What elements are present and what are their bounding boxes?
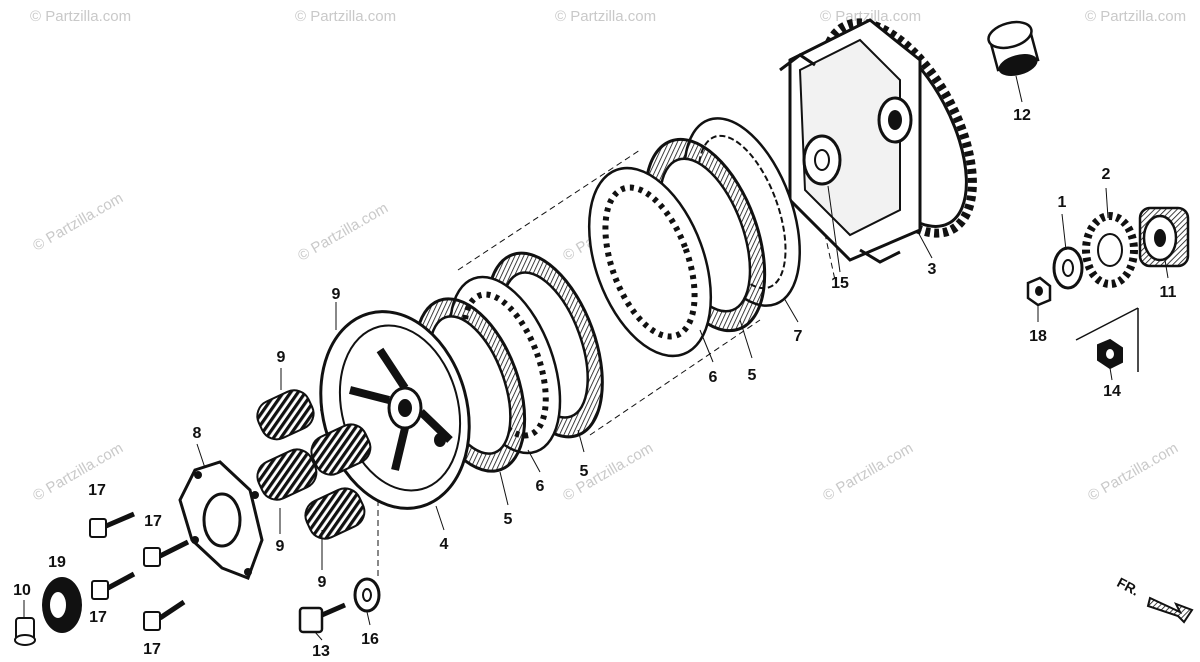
callout-9: 9: [275, 538, 285, 555]
callout-19: 19: [48, 554, 66, 571]
callout-7: 7: [793, 328, 803, 345]
callout-15: 15: [831, 275, 849, 292]
clutch-plate: [587, 166, 713, 358]
clutch-spring: [256, 448, 318, 501]
clutch-spring: [310, 423, 372, 476]
callout-9: 9: [331, 286, 341, 303]
watermark: © Partzilla.com: [555, 8, 657, 25]
callout-9: 9: [276, 349, 286, 366]
flange-bolt: [298, 602, 346, 634]
callout-16: 16: [361, 631, 379, 648]
nut: [1026, 276, 1052, 307]
callout-12: 12: [1013, 107, 1031, 124]
clutch-outer-housing: [779, 18, 977, 264]
callout-10: 10: [13, 582, 31, 599]
lifter-pin: [14, 600, 36, 646]
watermark: © Partzilla.com: [820, 8, 922, 25]
callout-5: 5: [747, 367, 757, 384]
thrust-washer: [802, 134, 842, 186]
watermark: © Partzilla.com: [1085, 8, 1187, 25]
bolt: [143, 599, 186, 631]
primary-drive-gear: [1138, 206, 1190, 268]
callout-8: 8: [192, 425, 202, 442]
leader-lines: [196, 75, 1169, 641]
drive-gear: [1082, 212, 1138, 288]
collar: [987, 20, 1040, 76]
callout-11: 11: [1159, 284, 1177, 301]
clutch-spring: [304, 487, 366, 540]
callout-5: 5: [579, 463, 589, 480]
bolt: [143, 539, 190, 567]
callout-14: 14: [1103, 383, 1121, 400]
callout-18: 18: [1029, 328, 1047, 345]
bolt: [89, 511, 135, 538]
callout-1: 1: [1057, 194, 1067, 211]
callout-5: 5: [503, 511, 513, 528]
watermark: © Partzilla.com: [295, 8, 397, 25]
callout-6: 6: [535, 478, 545, 495]
callout-17: 17: [89, 609, 107, 626]
clutch-spring: [256, 389, 315, 441]
callout-6: 6: [708, 369, 718, 386]
callout-17: 17: [88, 482, 106, 499]
callout-17: 17: [144, 513, 162, 530]
watermark: © Partzilla.com: [30, 8, 132, 25]
front-direction-arrow: [1146, 596, 1194, 624]
callout-9: 9: [317, 574, 327, 591]
washer: [353, 577, 381, 613]
callout-17: 17: [143, 641, 161, 658]
bearing: [42, 577, 82, 633]
bolt: [91, 571, 136, 600]
callout-4: 4: [439, 536, 449, 553]
callout-3: 3: [927, 261, 937, 278]
callout-13: 13: [312, 643, 330, 660]
callout-2: 2: [1101, 166, 1111, 183]
lock-nut: [1075, 307, 1139, 372]
washer: [1052, 246, 1084, 290]
lifter-plate: [178, 460, 264, 580]
